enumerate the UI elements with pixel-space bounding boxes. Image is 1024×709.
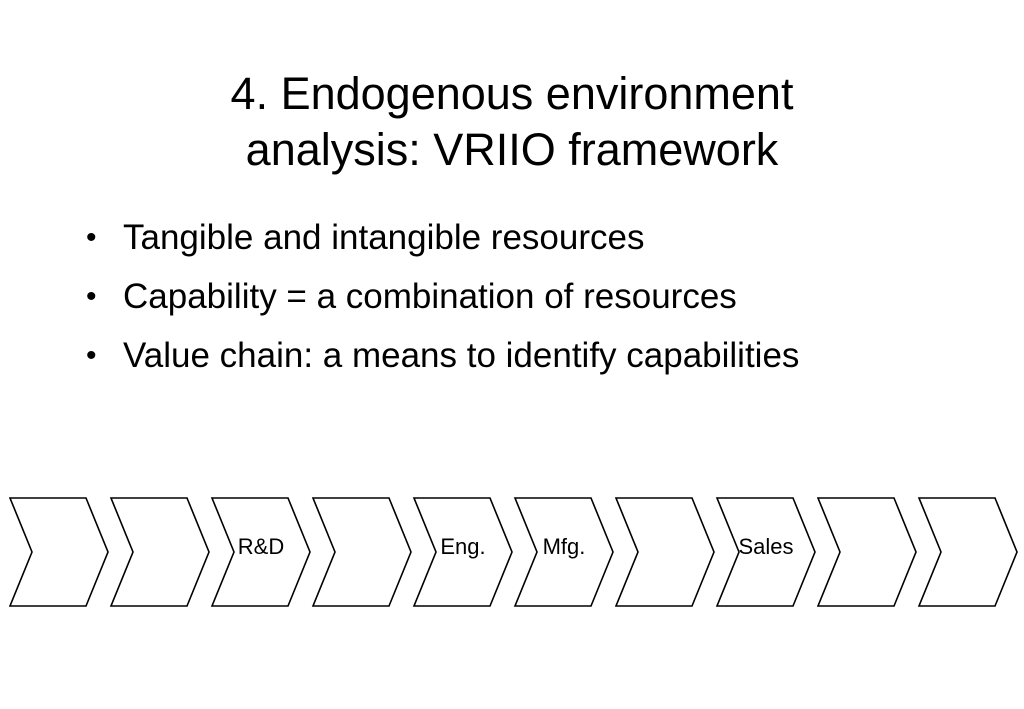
bullet-dot: • [86,280,97,313]
slide-title: 4. Endogenous environment analysis: VRII… [0,66,1024,178]
chevron-label: Sales [738,534,793,559]
chevron-shape [715,497,816,607]
value-chain-diagram: R&D Eng. Mfg. Sales [8,497,1018,607]
value-chain-chevron [816,497,917,607]
chevron-label: Eng. [440,534,485,559]
chevron-shape [8,497,109,607]
bullet-item: • Tangible and intangible resources [86,210,799,269]
chevron-label: R&D [238,534,284,559]
value-chain: R&D Eng. Mfg. Sales [0,490,1024,615]
slide-title-line-2: analysis: VRIIO framework [245,124,779,175]
value-chain-chevron [109,497,210,607]
bullet-item: • Capability = a combination of resource… [86,269,799,328]
bullet-text: Value chain: a means to identify capabil… [123,336,800,375]
chevron-shape [513,497,614,607]
chevron-label: Mfg. [543,534,586,559]
chevron-shape [816,497,917,607]
slide-title-line-1: 4. Endogenous environment [230,68,794,119]
bullet-dot: • [86,339,97,372]
chevron-shape [311,497,412,607]
value-chain-chevron: R&D [210,497,311,607]
chevron-shape [412,497,513,607]
chevron-shape [109,497,210,607]
chevron-shape [917,497,1018,607]
value-chain-chevron: Sales [715,497,816,607]
value-chain-chevron: Eng. [412,497,513,607]
value-chain-chevron [8,497,109,607]
bullet-text: Capability = a combination of resources [123,277,737,316]
value-chain-chevron: Mfg. [513,497,614,607]
value-chain-chevron [614,497,715,607]
value-chain-chevron [311,497,412,607]
bullet-dot: • [86,221,97,254]
chevron-shape [210,497,311,607]
chevron-shape [614,497,715,607]
bullet-list: • Tangible and intangible resources • Ca… [86,210,799,387]
value-chain-chevron [917,497,1018,607]
bullet-item: • Value chain: a means to identify capab… [86,328,799,387]
bullet-text: Tangible and intangible resources [123,218,645,257]
